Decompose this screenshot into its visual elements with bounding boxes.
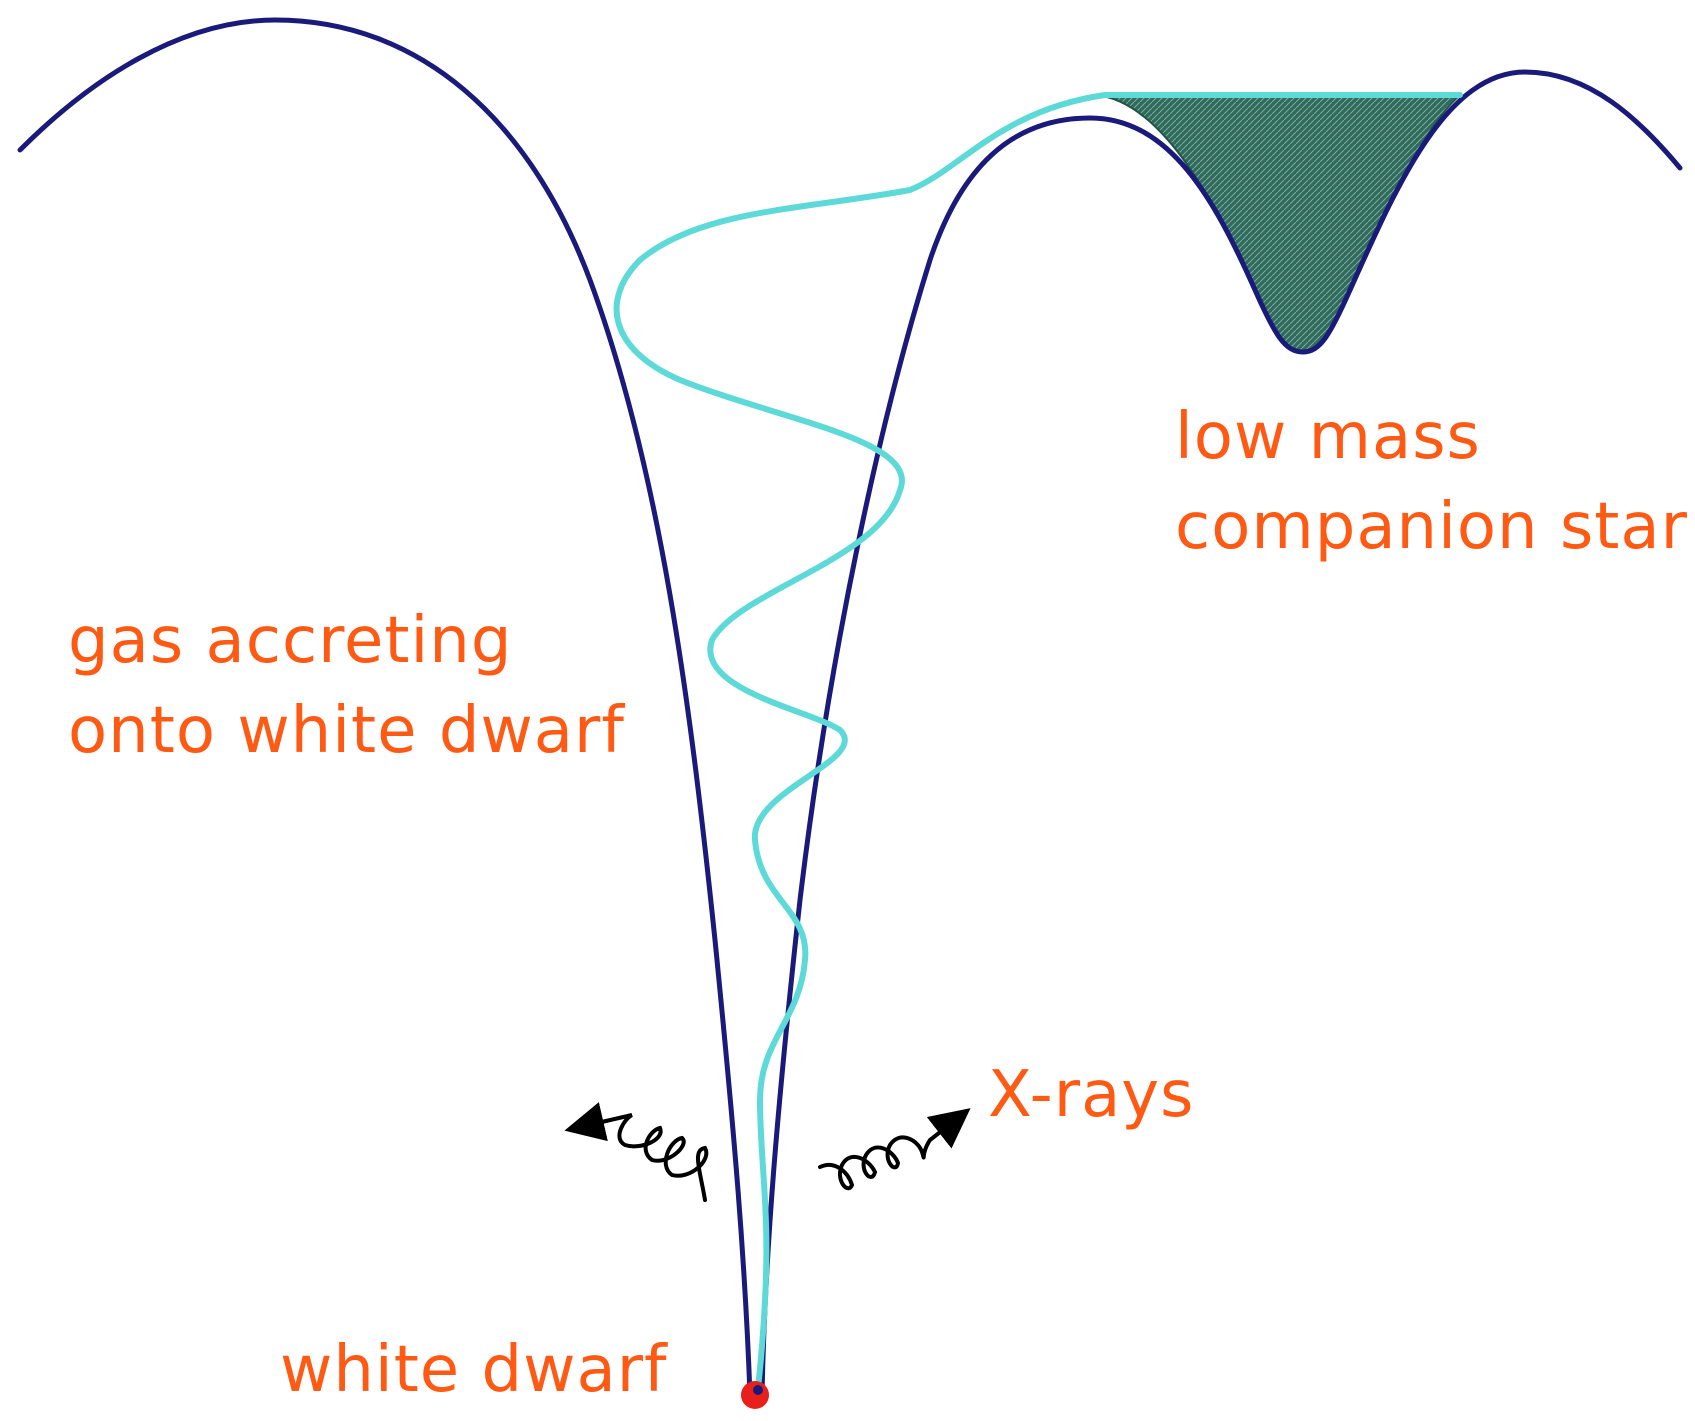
companion-label-line2: companion star — [1175, 482, 1688, 572]
xrays-label: X-rays — [988, 1050, 1195, 1140]
xray-arrow-left — [580, 1115, 706, 1200]
gas-accreting-label: gas accreting onto white dwarf — [68, 596, 625, 776]
white-dwarf-dot — [741, 1381, 769, 1409]
companion-star-label: low mass companion star — [1175, 392, 1688, 572]
gas-label-line2: onto white dwarf — [68, 686, 625, 776]
xray-arrow-right — [820, 1118, 958, 1188]
companion-label-line1: low mass — [1175, 392, 1688, 482]
white-dwarf-label: white dwarf — [280, 1325, 668, 1415]
gas-label-line1: gas accreting — [68, 596, 625, 686]
